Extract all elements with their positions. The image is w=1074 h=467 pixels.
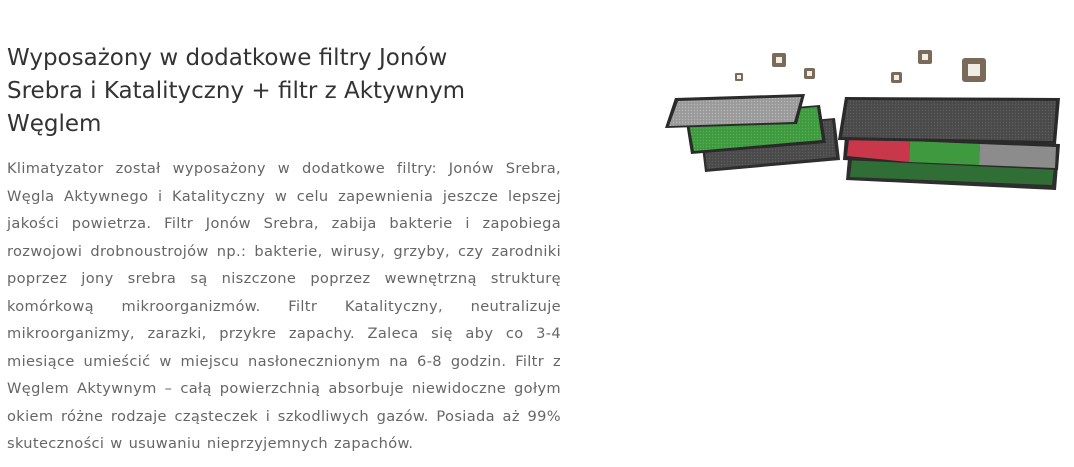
particles [735, 50, 986, 83]
filters-section: Wyposażony w dodatkowe filtry Jonów Sreb… [7, 42, 561, 458]
right-filter-stack [838, 97, 1060, 190]
section-heading: Wyposażony w dodatkowe filtry Jonów Sreb… [7, 45, 466, 137]
left-filter-stack [665, 94, 840, 172]
air-filter-layers-illustration [660, 40, 1070, 200]
section-description: Klimatyzator został wyposażony w dodatko… [7, 160, 561, 452]
filter-illustration-svg [665, 50, 1060, 190]
